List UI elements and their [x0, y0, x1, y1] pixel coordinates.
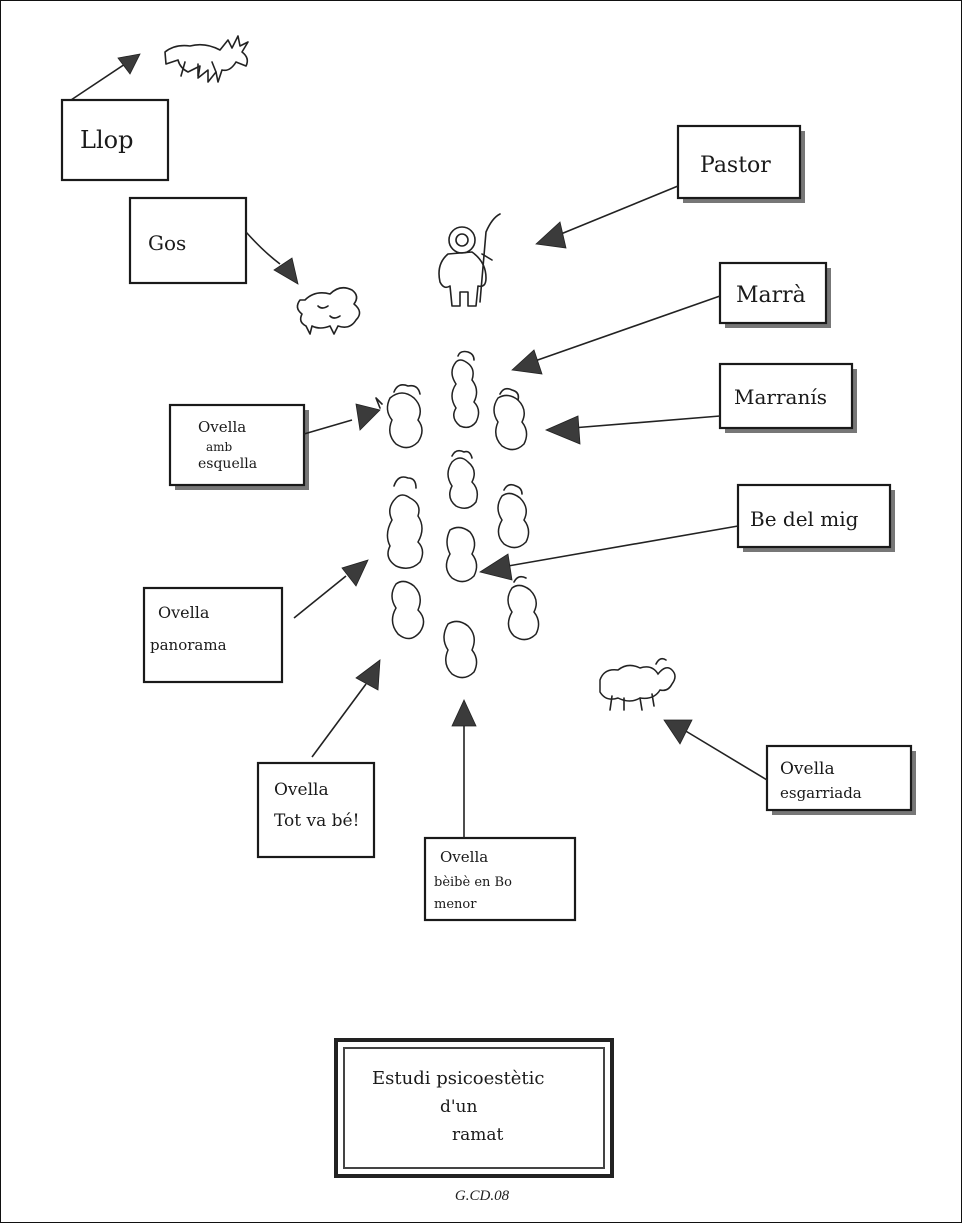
dog-drawing — [296, 286, 361, 335]
gos-box: Gos — [128, 196, 248, 285]
ovella-panorama-box: Ovella panorama — [142, 586, 284, 684]
pastor-arrow-line — [555, 185, 679, 237]
ovella-esquella-label-2: amb — [206, 440, 233, 454]
stray-sheep-drawing — [599, 657, 676, 711]
ovella-esquella-box: Ovella amb esquella — [168, 403, 309, 490]
sheep-figure — [451, 359, 480, 429]
esquella-arrowhead — [355, 403, 381, 431]
marra-box: Marrà — [718, 261, 831, 328]
marranis-label: Marranís — [734, 385, 827, 409]
ovella-esgarriada-box: Ovella esgarriada — [765, 744, 916, 815]
be-del-mig-arrowhead — [479, 553, 513, 581]
gos-label: Gos — [148, 231, 186, 255]
shepherd-drawing — [438, 213, 501, 307]
title-line-1: Estudi psicoestètic — [372, 1068, 545, 1089]
ovella-beibe-box: Ovella bèibè en Bo menor — [423, 836, 577, 922]
beibe-arrowhead — [451, 699, 477, 727]
marranis-arrowhead — [544, 415, 581, 445]
sheep-figure — [391, 580, 425, 640]
esgarriada-arrowhead — [663, 719, 693, 745]
llop-arrowhead — [117, 53, 141, 75]
title-line-2: d'un — [440, 1097, 478, 1117]
ovella-beibe-label-1: Ovella — [440, 848, 488, 866]
title-line-3: ramat — [452, 1125, 504, 1145]
ovella-totvabe-box: Ovella Tot va bé! — [256, 761, 376, 859]
sheep-figure — [447, 457, 479, 509]
figure-caption: G.CD.08 — [454, 1188, 510, 1204]
be-del-mig-box: Be del mig — [736, 483, 895, 552]
marra-arrow-line — [531, 295, 721, 363]
marranis-arrow-line — [571, 415, 721, 429]
marranis-box: Marranís — [718, 362, 857, 433]
title-box: Estudi psicoestètic d'un ramat — [334, 1038, 614, 1178]
ovella-panorama-label-2: panorama — [150, 636, 227, 654]
sheep-figure — [497, 492, 530, 549]
sheep-figure — [493, 394, 528, 451]
ovella-esquella-label-3: esquella — [198, 456, 257, 472]
sheep-figure — [386, 494, 424, 569]
totvabe-arrow-line — [311, 683, 367, 758]
ovella-beibe-label-2: bèibè en Bo — [434, 875, 512, 890]
sheep-figure — [445, 526, 478, 583]
ovella-beibe-label-3: menor — [434, 897, 477, 912]
ovella-totvabe-label-1: Ovella — [274, 780, 329, 800]
marra-label: Marrà — [736, 283, 806, 308]
flock-drawing — [375, 350, 540, 679]
llop-box: Llop — [60, 98, 170, 182]
ovella-esquella-label-1: Ovella — [198, 418, 246, 436]
esgarriada-arrow-line — [683, 729, 768, 781]
gos-arrowhead — [273, 257, 299, 285]
ovella-totvabe-label-2: Tot va bé! — [274, 811, 359, 831]
marra-arrowhead — [511, 349, 543, 375]
pastor-arrowhead — [535, 221, 567, 249]
sheep-figure — [443, 620, 478, 679]
ovella-esgarriada-label-1: Ovella — [780, 759, 835, 779]
be-del-mig-arrow-line — [507, 525, 739, 567]
panorama-arrowhead — [341, 559, 369, 587]
llop-label: Llop — [80, 126, 133, 154]
sheep-figure — [386, 392, 423, 449]
pastor-label: Pastor — [700, 153, 771, 178]
totvabe-arrowhead — [355, 659, 381, 691]
be-del-mig-label: Be del mig — [750, 507, 859, 531]
wolf-drawing — [164, 35, 249, 83]
panorama-arrow-line — [293, 575, 347, 619]
gos-arrow-line — [245, 231, 281, 265]
sheep-figure — [507, 584, 540, 641]
pastor-box: Pastor — [676, 124, 805, 203]
ovella-esgarriada-label-2: esgarriada — [780, 784, 862, 802]
ovella-panorama-label-1: Ovella — [158, 603, 210, 622]
esquella-arrow-line — [303, 419, 353, 435]
llop-arrow-line — [67, 61, 129, 103]
